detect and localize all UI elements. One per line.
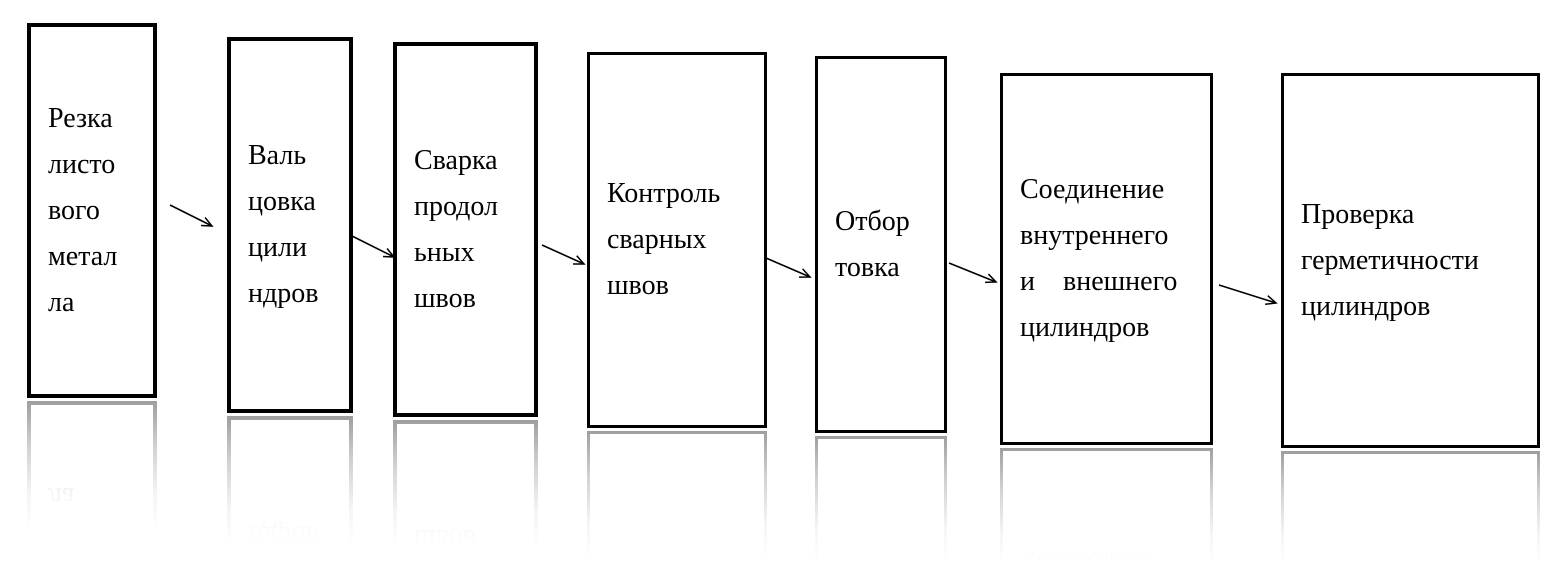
flow-step-4: Контроль сварных швов (587, 52, 767, 428)
flow-step-3-reflection: Сварка продол ьных швов (393, 420, 538, 570)
flow-step-5-reflection: Отбор товка (815, 436, 947, 585)
flow-step-7-label: Проверка герметичности цилиндров (1301, 198, 1479, 322)
flow-step-2: Валь цовка цили ндров (227, 37, 353, 413)
flow-step-7-reflection: Проверка герметичности цилиндров (1281, 451, 1540, 585)
flow-step-6: Соединение внутреннего и внешнего цилинд… (1000, 73, 1213, 445)
flow-step-3-label: Сварка продол ьных швов (414, 144, 499, 314)
flow-step-7: Проверка герметичности цилиндров (1281, 73, 1540, 448)
flow-step-4-label: Контроль сварных швов (607, 178, 721, 301)
flow-step-1-reflection: Резка листо вого метал ла (27, 401, 157, 551)
flow-arrow-3 (541, 244, 586, 265)
flow-step-6-label: Соединение внутреннего и внешнего цилинд… (1020, 174, 1178, 343)
flow-step-3: Сварка продол ьных швов (393, 42, 538, 417)
flow-step-2-reflection: Валь цовка цили ндров (227, 416, 353, 566)
flow-arrow-6 (1218, 284, 1278, 306)
flow-arrow-2 (351, 235, 396, 258)
flow-step-5: Отбор товка (815, 56, 947, 433)
flow-step-1-label: Резка листо вого метал ла (48, 102, 118, 318)
flow-step-2-label: Валь цовка цили ндров (248, 140, 319, 309)
flow-step-6-reflection: Соединение внутреннего и внешнего цилинд… (1000, 448, 1213, 585)
flow-arrow-5 (948, 262, 998, 284)
flow-step-4-reflection: Контроль сварных швов (587, 431, 767, 581)
flow-arrow-4 (765, 257, 812, 278)
flow-step-5-label: Отбор товка (835, 205, 910, 283)
flow-step-1: Резка листо вого метал ла (27, 23, 157, 398)
flow-arrow-1 (169, 204, 214, 227)
